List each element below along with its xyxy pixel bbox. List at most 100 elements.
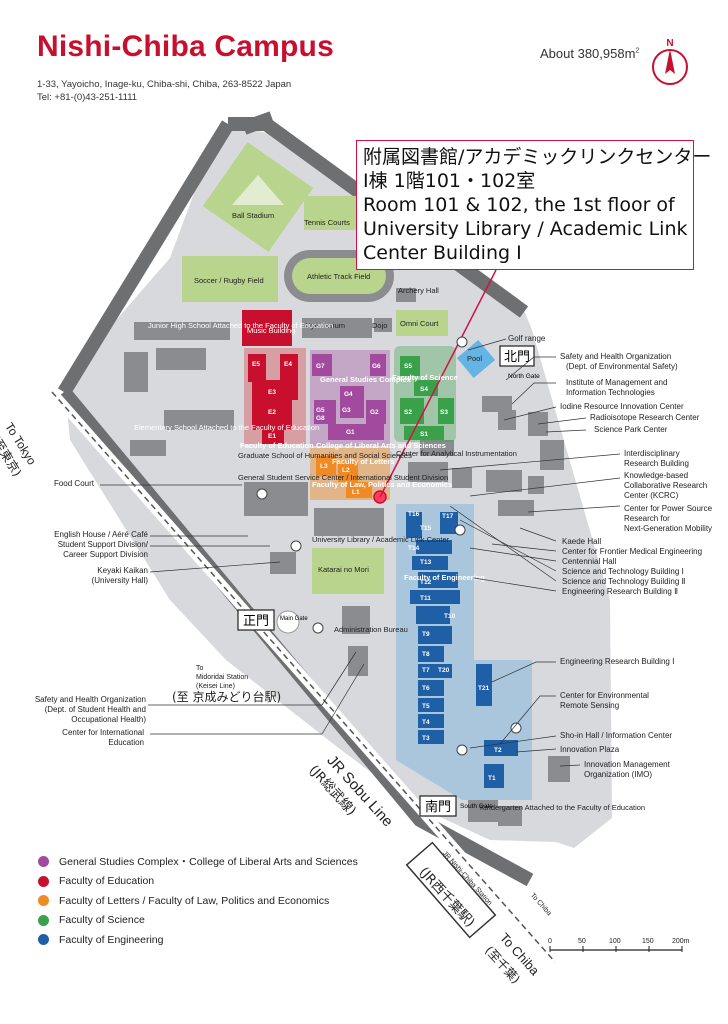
legend-item: Faculty of Education — [38, 872, 358, 892]
soccer-field — [182, 256, 278, 302]
analysis-label: Center for Analytical Instrumentation — [396, 449, 517, 458]
midoridai-jp: (至 京成みどり台駅) — [172, 690, 282, 704]
bldg-code: G1 — [346, 429, 355, 436]
south-gate-label: 南門 — [425, 799, 451, 815]
phone-text: Tel: +81-(0)43-251-1111 — [37, 92, 138, 103]
admin-label: Administration Bureau — [334, 625, 408, 634]
bldg-code: T1 — [488, 775, 496, 782]
bldg-code: G7 — [316, 363, 325, 370]
road-west — [58, 120, 234, 396]
midoridai-3: (Keisei Line) — [196, 683, 235, 690]
omni-label: Omni Court — [400, 319, 439, 328]
bldg-code: S2 — [404, 409, 412, 416]
right-label: Engineering Research Building Ⅰ — [560, 657, 675, 666]
library-callout-box: 附属図書館/アカデミックリンクセンター Ⅰ棟 1階101・102室 Room 1… — [356, 140, 712, 270]
north-gate-label: 北門 — [504, 350, 530, 365]
right-label: Information Technologies — [566, 388, 655, 397]
right-label: Research Building — [624, 459, 689, 468]
station-jp-label: (JR西千葉駅) — [415, 864, 478, 931]
right-label: Innovation Management — [584, 760, 670, 769]
education-buildings — [248, 354, 298, 444]
katarai-no-mori — [312, 548, 384, 594]
legend-item: Faculty of Letters / Faculty of Law, Pol… — [38, 891, 358, 911]
right-label: Remote Sensing — [560, 701, 620, 710]
bldg-code: G2 — [370, 409, 379, 416]
student-center-label: General Student Service Center / Interna… — [238, 473, 448, 482]
bldg-code: G5 — [316, 407, 325, 414]
north-gate: 北門 North Gate — [499, 345, 540, 380]
pool — [456, 340, 496, 378]
south-gate: 南門 South Gate — [419, 795, 493, 817]
right-label: Collaborative Research — [624, 481, 708, 490]
railway-dash — [51, 391, 556, 963]
right-label: Center for Frontier Medical Engineering — [562, 547, 703, 556]
faculty-science-label: Faculty of Science — [392, 373, 458, 382]
callout-line-1: 附属図書館/アカデミックリンクセンター — [363, 146, 712, 168]
right-label: Center for Power Source — [624, 504, 713, 513]
bldg-code: T12 — [420, 579, 432, 586]
legend-label: General Studies Complex・College of Liber… — [59, 856, 358, 869]
bldg-code: T10 — [444, 613, 456, 620]
scale-bar — [549, 946, 683, 952]
safety-left-2: (Dept. of Student Health and — [44, 705, 146, 714]
ball-stadium-diamond — [232, 175, 284, 205]
engineering-buildings — [406, 512, 518, 788]
right-label: Science and Technology Building Ⅱ — [562, 577, 686, 586]
callout-line-2: Ⅰ棟 1階101・102室 — [363, 170, 536, 192]
liberal-arts-label: College of Liberal Arts and Sciences — [316, 441, 446, 450]
midoridai-1: To — [196, 665, 204, 672]
bldg-code: T4 — [422, 719, 430, 726]
right-label: Organization (IMO) — [584, 770, 653, 779]
main-gate: 正門 Main Gate — [237, 609, 308, 634]
right-label: Science and Technology Building Ⅰ — [562, 567, 684, 576]
bldg-code: G4 — [344, 391, 353, 398]
university-hall-label: (University Hall) — [91, 576, 148, 585]
bldg-code: T13 — [420, 559, 432, 566]
info-icon — [456, 744, 468, 756]
callout-line-3: Room 101 & 102, the 1st floor of — [363, 194, 675, 216]
main-gate-label: 正門 — [243, 614, 269, 629]
bldg-code: T16 — [408, 511, 420, 518]
right-label: Knowledge-based — [624, 471, 689, 480]
bldg-code: T8 — [422, 651, 430, 658]
english-house-label: English House / Aéré Café — [54, 530, 148, 539]
student-support-label: Student Support Division/ — [57, 540, 148, 549]
campus-title: Nishi-Chiba Campus — [37, 30, 334, 63]
road-stub — [241, 111, 275, 135]
keyaki-label: Keyaki Kaikan — [97, 566, 148, 575]
callout-line-4: University Library / Academic Link — [363, 218, 688, 240]
bldg-code: L3 — [320, 463, 328, 470]
legend-item: Faculty of Science — [38, 911, 358, 931]
track-label: Athletic Track Field — [307, 272, 370, 281]
archery-label: Archery Hall — [398, 286, 439, 295]
right-label: Centennial Hall — [562, 557, 617, 566]
faculty-education-label: Faculty of Education — [240, 441, 314, 450]
legend-swatch — [38, 934, 49, 946]
general-studies-buildings — [312, 354, 386, 440]
right-label: (Dept. of Environmental Safety) — [566, 362, 678, 371]
scale-tick-label: 50 — [578, 938, 586, 945]
intl-education-1: Center for International — [62, 728, 144, 737]
callout-line-5: Center Building Ⅰ — [363, 242, 522, 264]
bldg-code: E5 — [252, 361, 260, 368]
bldg-code: S5 — [404, 363, 412, 370]
jhs-label: Junior High School Attached to the Facul… — [148, 321, 333, 330]
right-label: Kaede Hall — [562, 537, 602, 546]
legend-item: Faculty of Engineering — [38, 930, 358, 950]
bldg-code: E1 — [268, 433, 276, 440]
restaurant-icon — [290, 540, 302, 552]
right-label: Interdisciplinary — [624, 449, 680, 458]
gray-buildings — [124, 288, 570, 826]
right-label: Institute of Management and — [566, 378, 668, 387]
library-label: University Library / Academic Link Cente… — [312, 535, 450, 544]
south-gate-en: South Gate — [460, 803, 493, 810]
main-gate-en: Main Gate — [280, 616, 308, 622]
to-chiba-small-label: To Chiba — [528, 892, 553, 918]
bldg-code: S3 — [440, 409, 448, 416]
legend-label: Faculty of Letters / Faculty of Law, Pol… — [59, 894, 330, 907]
gym-label: Gymnasium — [305, 321, 345, 330]
bldg-code: T21 — [478, 685, 490, 692]
right-label: Safety and Health Organization — [560, 352, 672, 361]
